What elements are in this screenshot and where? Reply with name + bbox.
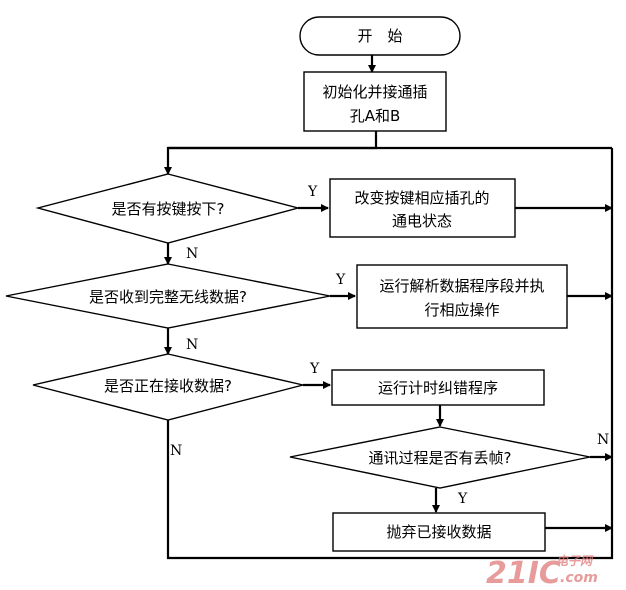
action-parse-label-line1: 运行解析数据程序段并执 <box>379 277 544 295</box>
decision-wireless-label: 是否收到完整无线数据? <box>89 288 247 306</box>
connector-receiving-no <box>166 420 614 560</box>
decision-key-label: 是否有按键按下? <box>112 200 225 218</box>
start-label: 开 始 <box>357 27 402 45</box>
label-frame-no: N <box>597 432 609 448</box>
action-discard-data: 抛弃已接收数据 <box>332 512 546 552</box>
action-timer-correction: 运行计时纠错程序 <box>331 369 545 406</box>
decision-receiving-data: 是否正在接收数据? <box>32 353 304 421</box>
watermark-site-cn: 电子网 <box>556 554 594 568</box>
action-change-socket: 改变按键相应插孔的 通电状态 <box>329 178 516 238</box>
action-discard-label: 抛弃已接收数据 <box>386 523 491 541</box>
action-parse-label-line2: 行相应操作 <box>424 301 499 319</box>
watermark-logo: 21IC 电子网 .com <box>486 554 598 590</box>
init-label-line1: 初始化并接通插 <box>322 83 427 101</box>
decision-frame-label: 通讯过程是否有丢帧? <box>369 449 512 467</box>
branch-labels: Y N Y N Y N N Y <box>170 184 609 507</box>
watermark-domain: .com <box>560 570 598 586</box>
init-label-line2: 孔A和B <box>350 107 401 125</box>
start-node: 开 始 <box>299 16 461 56</box>
watermark-brand: 21IC <box>486 556 561 590</box>
label-wireless-yes: Y <box>335 272 346 288</box>
label-receiving-no: N <box>170 443 182 459</box>
label-receiving-yes: Y <box>309 361 320 377</box>
label-key-no: N <box>186 246 198 262</box>
init-node: 初始化并接通插 孔A和B <box>303 71 447 132</box>
label-wireless-no: N <box>186 337 198 353</box>
decision-key-pressed: 是否有按键按下? <box>35 173 301 244</box>
label-frame-yes: Y <box>457 491 468 507</box>
connector-init-loop <box>164 131 378 175</box>
action-parse-data: 运行解析数据程序段并执 行相应操作 <box>356 264 568 329</box>
decision-frame-loss: 通讯过程是否有丢帧? <box>289 426 591 489</box>
decision-receiving-label: 是否正在接收数据? <box>104 377 232 395</box>
decision-wireless-data: 是否收到完整无线数据? <box>5 263 331 329</box>
action-key-label-line1: 改变按键相应插孔的 <box>354 189 489 207</box>
action-key-label-line2: 通电状态 <box>392 212 452 230</box>
action-timer-label: 运行计时纠错程序 <box>378 379 498 397</box>
connectors <box>164 55 614 560</box>
label-key-yes: Y <box>307 184 318 200</box>
